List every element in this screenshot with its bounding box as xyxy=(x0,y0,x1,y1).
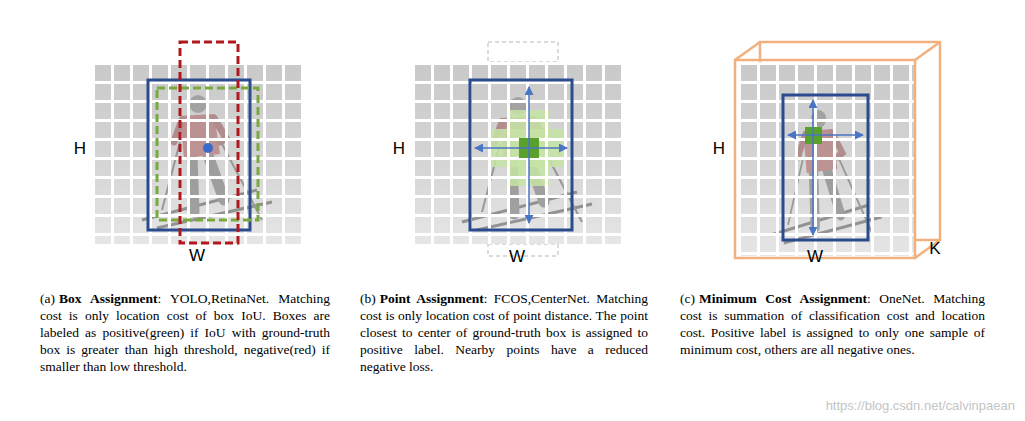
caption-heading: Minimum Cost Assignment xyxy=(699,291,867,306)
axis-letter: W xyxy=(509,248,525,265)
photo xyxy=(412,62,622,244)
ground-truth-box xyxy=(148,80,250,230)
cost-volume-edge xyxy=(915,240,940,258)
positive-anchor xyxy=(157,88,258,220)
photo xyxy=(738,62,914,256)
cost-volume-edge xyxy=(915,42,940,60)
ground-truth-box xyxy=(470,80,572,230)
grid xyxy=(92,62,302,244)
dashed-extension xyxy=(488,42,558,62)
axis-letter: W xyxy=(189,247,205,264)
caption-heading: Box Assignment xyxy=(59,291,158,306)
ground-truth-box xyxy=(783,95,868,240)
caption-heading: Point Assignment xyxy=(380,291,484,306)
grid xyxy=(738,62,914,256)
axis-letter: H xyxy=(74,140,86,157)
negative-anchor xyxy=(180,42,238,243)
axis-letter: W xyxy=(807,248,823,265)
cost-volume-edge xyxy=(735,42,760,60)
distance-arrow xyxy=(475,147,567,149)
distance-arrow xyxy=(812,100,814,235)
caption-tag: (a) xyxy=(40,291,55,306)
caption: (c)Minimum Cost Assignment: OneNet. Matc… xyxy=(680,290,985,358)
caption-tag: (c) xyxy=(680,291,695,306)
cost-volume-front xyxy=(735,60,915,258)
axis-letter: K xyxy=(929,240,940,257)
photo xyxy=(92,62,302,244)
axis-letter: H xyxy=(393,140,405,157)
panel-b-figure xyxy=(412,42,622,256)
panel-a-figure xyxy=(92,42,302,244)
panel-c-figure xyxy=(735,42,940,258)
watermark: https://blog.csdn.net/calvinpaean xyxy=(826,398,1015,413)
grid xyxy=(412,62,622,244)
caption: (a)Box Assignment: YOLO,RetinaNet. Match… xyxy=(40,290,330,375)
caption-tag: (b) xyxy=(360,291,376,306)
axis-letter: H xyxy=(713,140,725,157)
caption: (b)Point Assignment: FCOS,CenterNet. Mat… xyxy=(360,290,648,375)
center-dot xyxy=(203,143,213,153)
distance-arrow xyxy=(788,134,863,136)
distance-arrow xyxy=(528,87,530,223)
